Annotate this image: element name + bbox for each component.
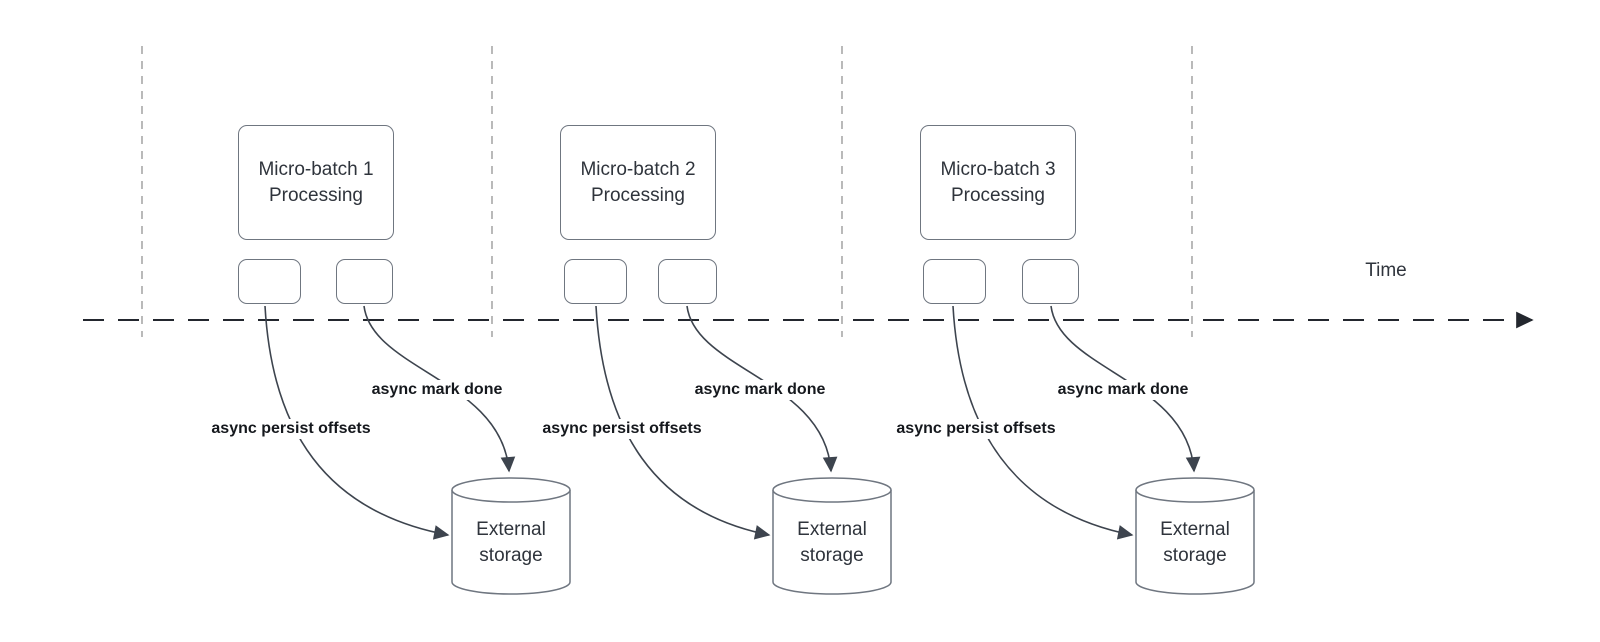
micro-batch-3-label: Micro-batch 3 Processing [940, 158, 1056, 206]
micro-batch-3-box: Micro-batch 3 Processing [920, 125, 1076, 240]
micro-batch-1-subtask-box-b [336, 259, 393, 304]
async-persist-offsets-label-2: async persist offsets [537, 419, 707, 439]
time-axis-label: Time [1365, 260, 1407, 281]
async-mark-done-arrow-1 [363, 305, 516, 473]
async-persist-offsets-arrow-3 [952, 305, 1134, 540]
micro-batch-2-subtask-box-b [658, 259, 717, 304]
async-mark-done-arrow-2 [686, 305, 838, 473]
external-storage-cylinder-2 [772, 477, 892, 595]
micro-batch-2-box: Micro-batch 2 Processing [560, 125, 716, 240]
micro-batch-1-box: Micro-batch 1 Processing [238, 125, 394, 240]
async-persist-offsets-arrow-1 [264, 305, 450, 540]
micro-batch-3-subtask-box-a [923, 259, 986, 304]
async-mark-done-arrow-3 [1050, 305, 1201, 473]
micro-batch-2-subtask-box-a [564, 259, 627, 304]
external-storage-cylinder-3 [1135, 477, 1255, 595]
external-storage-label-1: External storage [476, 519, 546, 566]
external-storage-cylinder-1 [451, 477, 571, 595]
async-mark-done-label-3: async mark done [1052, 380, 1194, 400]
micro-batch-1-subtask-box-a [238, 259, 301, 304]
micro-batch-2-label: Micro-batch 2 Processing [580, 158, 696, 206]
async-persist-offsets-label-3: async persist offsets [891, 419, 1061, 439]
micro-batch-1-label: Micro-batch 1 Processing [258, 158, 374, 206]
async-mark-done-label-1: async mark done [366, 380, 508, 400]
micro-batch-3-subtask-box-b [1022, 259, 1079, 304]
async-persist-offsets-label-1: async persist offsets [206, 419, 376, 439]
external-storage-label-3: External storage [1160, 519, 1230, 566]
external-storage-label-2: External storage [797, 519, 867, 566]
async-persist-offsets-arrow-2 [595, 305, 771, 540]
async-mark-done-label-2: async mark done [689, 380, 831, 400]
